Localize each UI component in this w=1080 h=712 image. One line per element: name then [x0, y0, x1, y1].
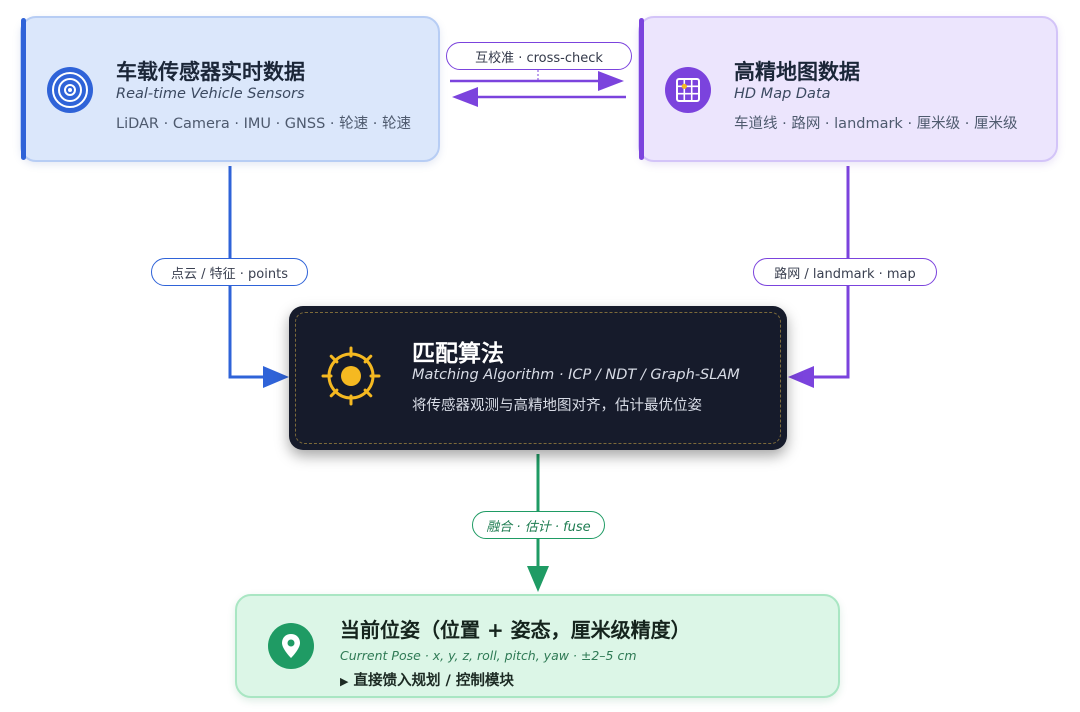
- algorithm-card-description: 将传感器观测与高精地图对齐，估计最优位姿: [412, 398, 702, 414]
- arrowhead-cross-check-forward: [598, 71, 624, 91]
- pose-card-subtitle: Current Pose · x, y, z, roll, pitch, yaw…: [340, 648, 637, 663]
- sensor-card-accent-bar: [21, 18, 26, 160]
- matching-algorithm-card: 匹配算法 Matching Algorithm · ICP / NDT / Gr…: [289, 306, 787, 450]
- edge-label-fuse: 融合 · 估计 · fuse: [472, 511, 605, 539]
- hd-map-card: 高精地图数据 HD Map Data 车道线 · 路网 · landmark ·…: [638, 16, 1058, 162]
- arrowhead-sensor-to-algorithm: [263, 366, 289, 388]
- map-card-subtitle: HD Map Data: [734, 86, 831, 102]
- target-icon: [321, 346, 381, 406]
- map-card-title: 高精地图数据: [734, 60, 860, 84]
- map-card-accent-bar: [639, 18, 644, 160]
- sensor-card-subtitle: Real-time Vehicle Sensors: [116, 86, 305, 102]
- algorithm-card-dashed-border: [295, 312, 781, 444]
- arrowhead-map-to-algorithm: [788, 366, 814, 388]
- pose-card-title: 当前位姿（位置 + 姿态，厘米级精度）: [340, 618, 691, 642]
- arrowhead-algorithm-to-pose: [527, 566, 549, 592]
- edge-label-map: 路网 / landmark · map: [753, 258, 937, 286]
- edge-sensor-to-algorithm: [228, 166, 266, 379]
- pose-card-description-text: 直接馈入规划 / 控制模块: [353, 673, 514, 689]
- map-grid-icon: [665, 67, 711, 113]
- map-card-description: 车道线 · 路网 · landmark · 厘米级 · 厘米级: [734, 116, 1018, 132]
- current-pose-card: 当前位姿（位置 + 姿态，厘米级精度） Current Pose · x, y,…: [235, 594, 840, 698]
- radar-icon: [47, 67, 93, 113]
- edge-label-points: 点云 / 特征 · points: [151, 258, 308, 286]
- algorithm-card-subtitle: Matching Algorithm · ICP / NDT / Graph-S…: [412, 367, 740, 383]
- algorithm-card-title: 匹配算法: [412, 341, 504, 367]
- sensor-card-title: 车载传感器实时数据: [116, 60, 305, 84]
- edge-label-cross-check: 互校准 · cross-check: [446, 42, 632, 70]
- sensor-data-card: 车载传感器实时数据 Real-time Vehicle Sensors LiDA…: [20, 16, 440, 162]
- arrowhead-cross-check-back: [452, 87, 478, 107]
- location-pin-icon: [268, 623, 314, 669]
- pose-card-description: ▶ 直接馈入规划 / 控制模块: [340, 669, 514, 690]
- edge-map-to-algorithm: [812, 166, 850, 379]
- triangle-right-icon: ▶: [340, 675, 349, 688]
- sensor-card-description: LiDAR · Camera · IMU · GNSS · 轮速 · 轮速: [116, 116, 411, 132]
